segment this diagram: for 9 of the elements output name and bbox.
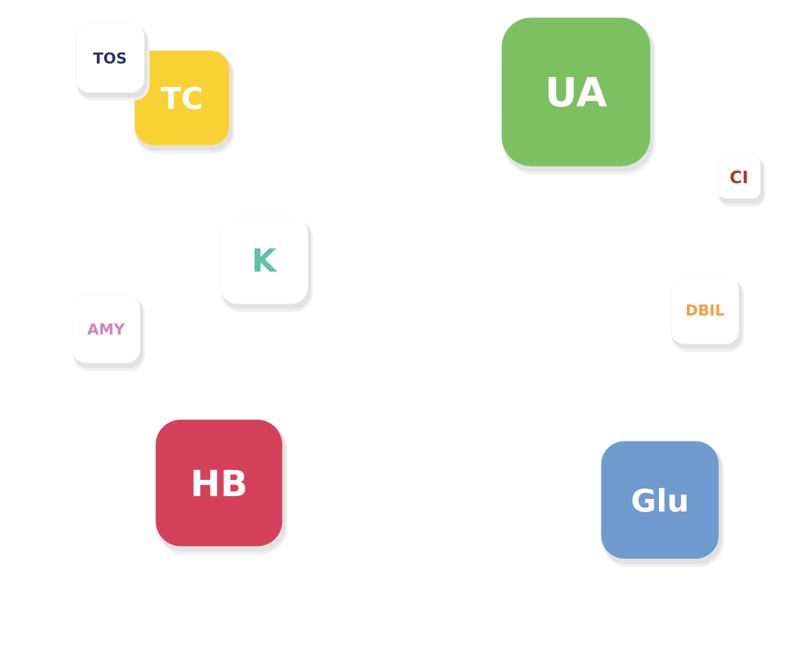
badge: Glu (600, 440, 724, 567)
badge: TC (134, 50, 234, 154)
badge: DBIL (670, 276, 744, 352)
badge: HB (155, 419, 288, 554)
badge: CI (717, 155, 766, 206)
badge: TOS (75, 23, 150, 100)
badge: K (220, 216, 313, 312)
badge: UA (501, 17, 656, 174)
badge: AMY (72, 294, 145, 371)
